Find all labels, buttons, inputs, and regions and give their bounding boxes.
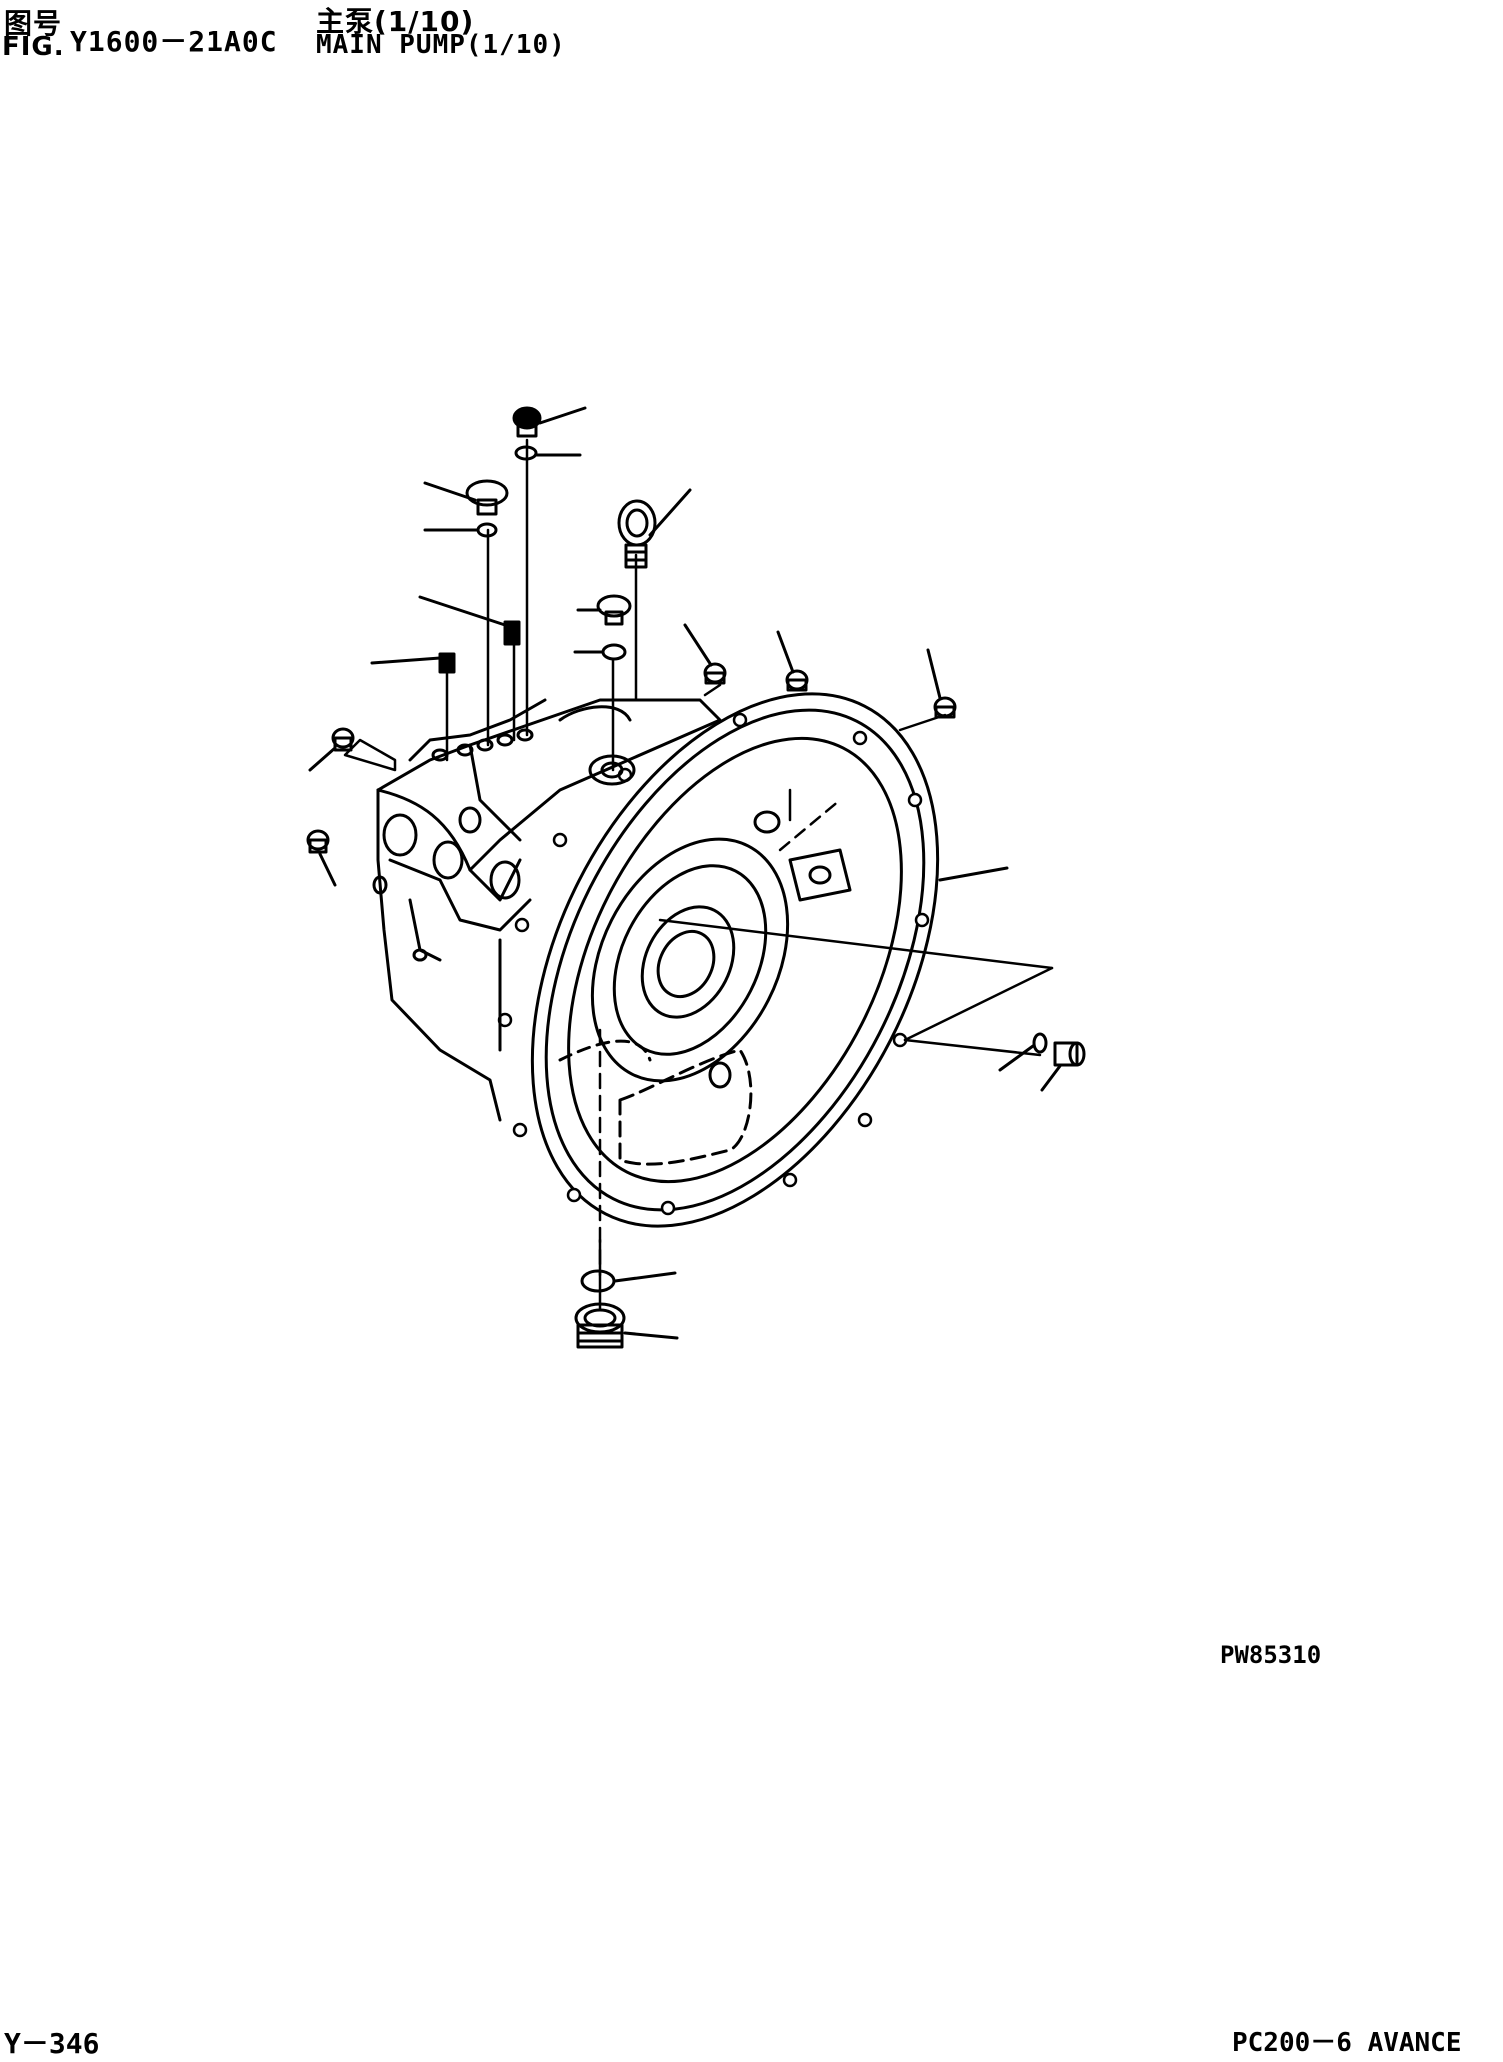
- leader-lines: [308, 406, 1062, 1340]
- flange-housing: [497, 692, 940, 1228]
- page-title: MAIN PUMP(1/10): [316, 30, 566, 60]
- exploded-parts: [306, 406, 1086, 1349]
- image-code: PW85310: [1220, 1641, 1322, 1669]
- assembly-lines: [343, 438, 1054, 1312]
- page-number: Y－346: [4, 2027, 100, 2060]
- pump-body: [372, 698, 722, 1122]
- figure-label-chinese: 图号: [4, 7, 63, 40]
- figure-number: Y1600－21A0C: [70, 25, 278, 58]
- page-title-chinese: 主泵(1/10): [316, 5, 475, 38]
- figure-label: FIG.: [2, 32, 65, 62]
- model-name: PC200－6 AVANCE: [1232, 2028, 1462, 2058]
